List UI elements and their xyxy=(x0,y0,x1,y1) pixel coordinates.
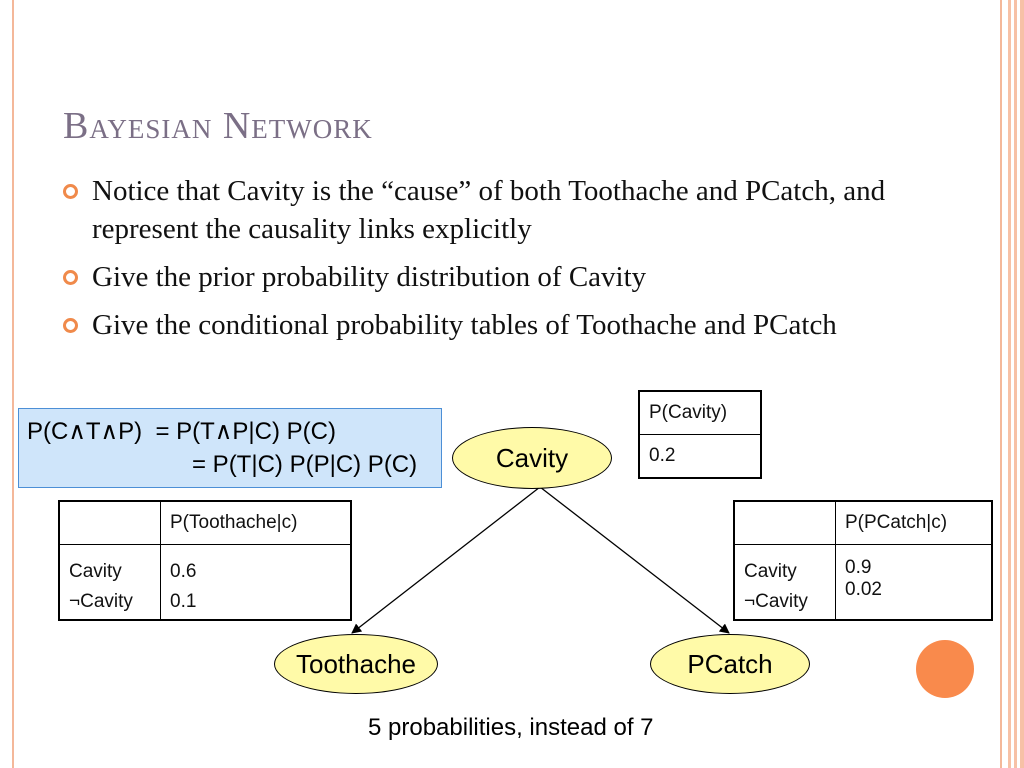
bullet-text: Give the conditional probability tables … xyxy=(92,309,837,341)
table-cell: 0.2 xyxy=(639,434,761,478)
row-label: ¬Cavity xyxy=(69,591,133,612)
bullet-text: Notice that Cavity is the “cause” of bot… xyxy=(92,175,886,245)
formula-line-1: P(C∧T∧P) = P(T∧P|C) P(C) xyxy=(27,418,336,445)
formula-line-2: = P(T|C) P(P|C) P(C) xyxy=(192,451,418,478)
joint-probability-formula: P(C∧T∧P) = P(T∧P|C) P(C) = P(T|C) P(P|C)… xyxy=(18,408,442,488)
node-toothache: Toothache xyxy=(274,634,438,694)
slide-title: Bayesian Network xyxy=(63,105,373,147)
node-label: Toothache xyxy=(296,648,416,679)
edge-cavity-pcatch xyxy=(539,486,730,634)
table-header: P(PCatch|c) xyxy=(835,501,992,545)
decor-stripe xyxy=(1008,0,1011,768)
toothache-cpt: P(Toothache|c) Cavity ¬Cavity 0.6 0.1 xyxy=(58,500,352,621)
table-row-values: 0.6 0.1 xyxy=(160,544,351,620)
table-header: P(Cavity) xyxy=(639,391,761,435)
decor-circle xyxy=(916,640,974,698)
bullet-item: Give the conditional probability tables … xyxy=(60,306,990,344)
bullet-marker-icon xyxy=(63,184,78,199)
bullet-text: Give the prior probability distribution … xyxy=(92,261,647,293)
cell-value: 0.6 xyxy=(170,561,197,582)
decor-stripe xyxy=(1014,0,1017,768)
table-header: P(Toothache|c) xyxy=(160,501,351,545)
bullet-list: Notice that Cavity is the “cause” of bot… xyxy=(60,172,990,354)
pcatch-cpt: P(PCatch|c) Cavity ¬Cavity 0.9 0.02 xyxy=(733,500,993,621)
node-cavity: Cavity xyxy=(452,427,612,489)
prior-table: P(Cavity) 0.2 xyxy=(638,390,762,479)
table-header-empty xyxy=(59,501,161,545)
table-row-labels: Cavity ¬Cavity xyxy=(734,544,836,620)
table-header-empty xyxy=(734,501,836,545)
row-label: Cavity xyxy=(69,561,122,582)
bullet-item: Notice that Cavity is the “cause” of bot… xyxy=(60,172,990,248)
bullet-marker-icon xyxy=(63,318,78,333)
cell-value: 0.02 xyxy=(845,579,882,600)
table-row-labels: Cavity ¬Cavity xyxy=(59,544,161,620)
row-label: ¬Cavity xyxy=(744,591,808,612)
edge-cavity-toothache xyxy=(351,486,541,634)
cell-value: 0.1 xyxy=(170,591,197,612)
node-label: Cavity xyxy=(495,442,569,473)
table-row-values: 0.9 0.02 xyxy=(835,544,992,620)
cell-value: 0.9 xyxy=(845,557,872,578)
bullet-item: Give the prior probability distribution … xyxy=(60,258,990,296)
node-pcatch: PCatch xyxy=(650,634,810,694)
bullet-marker-icon xyxy=(63,270,78,285)
decor-stripe xyxy=(1020,0,1024,768)
slide-frame xyxy=(12,0,1002,768)
node-label: PCatch xyxy=(687,648,773,679)
caption: 5 probabilities, instead of 7 xyxy=(368,714,654,741)
row-label: Cavity xyxy=(744,561,797,582)
